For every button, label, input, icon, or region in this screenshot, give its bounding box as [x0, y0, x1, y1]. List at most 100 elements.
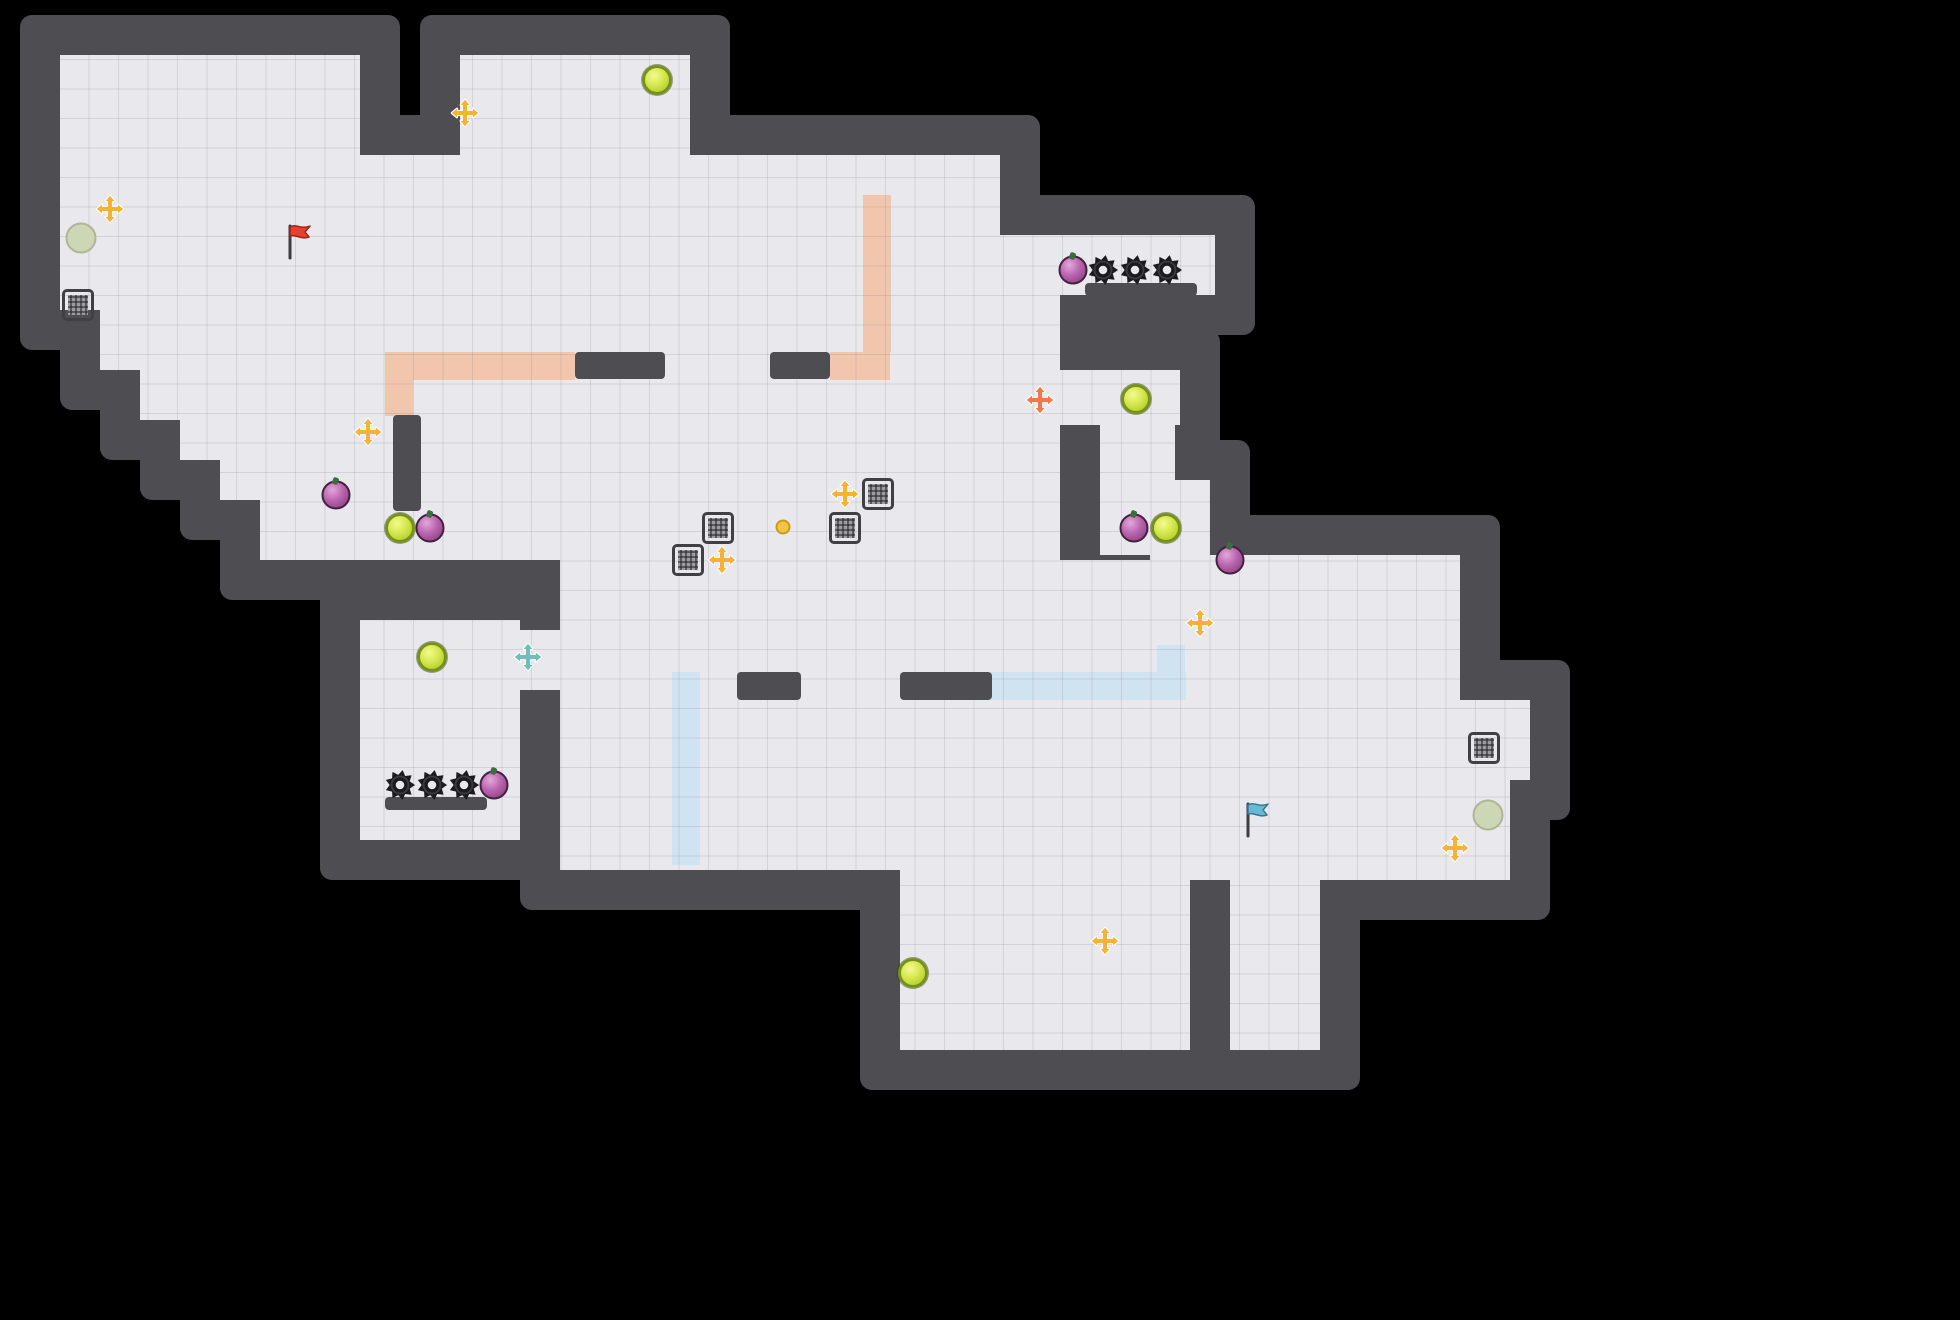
floor-region[interactable]	[1000, 295, 1060, 560]
energy-orb-sprite	[385, 513, 415, 543]
move-cross-yellow-glyph	[353, 417, 383, 447]
flag-blue-glyph	[1246, 802, 1269, 838]
energy-orb[interactable]	[1151, 513, 1181, 543]
inner-wall-block	[900, 672, 992, 700]
move-cross-yellow-icon[interactable]	[450, 98, 480, 128]
saw-blade-icon[interactable]	[448, 769, 480, 801]
floor-region[interactable]	[1100, 425, 1175, 480]
flag-red-icon[interactable]	[280, 222, 320, 262]
move-cross-yellow-glyph	[450, 98, 480, 128]
grid-crate[interactable]	[672, 544, 704, 576]
floor-region[interactable]	[1190, 700, 1530, 780]
saw-blade-icon[interactable]	[416, 769, 448, 801]
inner-wall-block	[385, 797, 487, 810]
grid-crate-sprite	[829, 512, 861, 544]
move-cross-teal-glyph	[513, 642, 543, 672]
move-cross-yellow-icon[interactable]	[1185, 608, 1215, 638]
saw-blade-glyph	[417, 770, 448, 800]
grape-bomb-sprite	[479, 770, 509, 800]
move-cross-yellow-glyph	[1440, 833, 1470, 863]
floor-region[interactable]	[1230, 860, 1320, 1050]
pink-path-tile	[863, 195, 891, 352]
grid-crate[interactable]	[62, 289, 94, 321]
grape-bomb[interactable]	[479, 770, 509, 800]
saw-blade-glyph	[385, 770, 416, 800]
grape-bomb-sprite	[415, 513, 445, 543]
floor-region[interactable]	[100, 310, 400, 370]
floor-region[interactable]	[560, 560, 1190, 870]
grape-bomb[interactable]	[1119, 513, 1149, 543]
floor-region[interactable]	[60, 55, 360, 310]
move-cross-yellow-glyph	[95, 194, 125, 224]
saw-blade-icon[interactable]	[1119, 254, 1151, 286]
spawn-point-sprite	[65, 222, 97, 254]
blue-path-tile	[672, 672, 700, 700]
grid-crate[interactable]	[829, 512, 861, 544]
flag-blue-icon[interactable]	[1238, 800, 1278, 840]
pink-path-tile	[830, 352, 890, 380]
grid-crate[interactable]	[862, 478, 894, 510]
saw-blade-glyph	[1152, 255, 1183, 285]
inner-wall-block	[1085, 283, 1197, 296]
grid-crate-sprite	[672, 544, 704, 576]
move-cross-yellow-glyph	[1090, 926, 1120, 956]
move-cross-orange-icon[interactable]	[1025, 385, 1055, 415]
spawn-point[interactable]	[65, 222, 97, 254]
move-cross-teal-icon[interactable]	[513, 642, 543, 672]
coin-dot[interactable]	[775, 519, 791, 535]
move-cross-yellow-icon[interactable]	[1090, 926, 1120, 956]
grape-bomb[interactable]	[321, 480, 351, 510]
flag-red-glyph	[288, 224, 311, 260]
energy-orb[interactable]	[417, 642, 447, 672]
blue-path-tile	[1157, 645, 1185, 672]
energy-orb[interactable]	[385, 513, 415, 543]
move-cross-yellow-icon[interactable]	[707, 545, 737, 575]
saw-blade-glyph	[1088, 255, 1119, 285]
energy-orb-sprite	[898, 958, 928, 988]
move-cross-yellow-icon[interactable]	[95, 194, 125, 224]
floor-region[interactable]	[140, 370, 400, 420]
pink-path-tile	[385, 352, 575, 380]
move-cross-yellow-glyph	[707, 545, 737, 575]
saw-blade-icon[interactable]	[1087, 254, 1119, 286]
grid-crate-sprite	[62, 289, 94, 321]
grape-bomb[interactable]	[415, 513, 445, 543]
inner-wall-block	[393, 415, 421, 511]
floor-region[interactable]	[1060, 370, 1180, 425]
grid-crate[interactable]	[702, 512, 734, 544]
floor-region[interactable]	[900, 870, 1190, 1050]
move-cross-orange-glyph	[1025, 385, 1055, 415]
inner-wall-block	[737, 672, 801, 700]
energy-orb[interactable]	[1121, 384, 1151, 414]
inner-wall-block	[575, 352, 665, 379]
energy-orb[interactable]	[898, 958, 928, 988]
energy-orb-sprite	[1121, 384, 1151, 414]
grape-bomb-sprite	[1119, 513, 1149, 543]
energy-orb-sprite	[642, 65, 672, 95]
move-cross-yellow-glyph	[830, 479, 860, 509]
pink-path-tile	[385, 380, 413, 416]
move-cross-yellow-glyph	[1185, 608, 1215, 638]
move-cross-yellow-icon[interactable]	[353, 417, 383, 447]
saw-blade-icon[interactable]	[1151, 254, 1183, 286]
floor-region[interactable]	[360, 155, 1000, 560]
grape-bomb[interactable]	[1215, 545, 1245, 575]
spawn-point-sprite	[1472, 799, 1504, 831]
saw-blade-glyph	[1120, 255, 1151, 285]
move-cross-yellow-icon[interactable]	[1440, 833, 1470, 863]
grid-crate-sprite	[1468, 732, 1500, 764]
grape-bomb[interactable]	[1058, 255, 1088, 285]
saw-blade-icon[interactable]	[384, 769, 416, 801]
grape-bomb-sprite	[1058, 255, 1088, 285]
grape-bomb-sprite	[321, 480, 351, 510]
blue-path-tile	[990, 672, 1186, 700]
grape-bomb-sprite	[1215, 545, 1245, 575]
move-cross-yellow-icon[interactable]	[830, 479, 860, 509]
spawn-point[interactable]	[1472, 799, 1504, 831]
grid-crate[interactable]	[1468, 732, 1500, 764]
grid-crate-sprite	[862, 478, 894, 510]
coin-dot-sprite	[775, 519, 791, 535]
grid-crate-sprite	[702, 512, 734, 544]
energy-orb[interactable]	[642, 65, 672, 95]
